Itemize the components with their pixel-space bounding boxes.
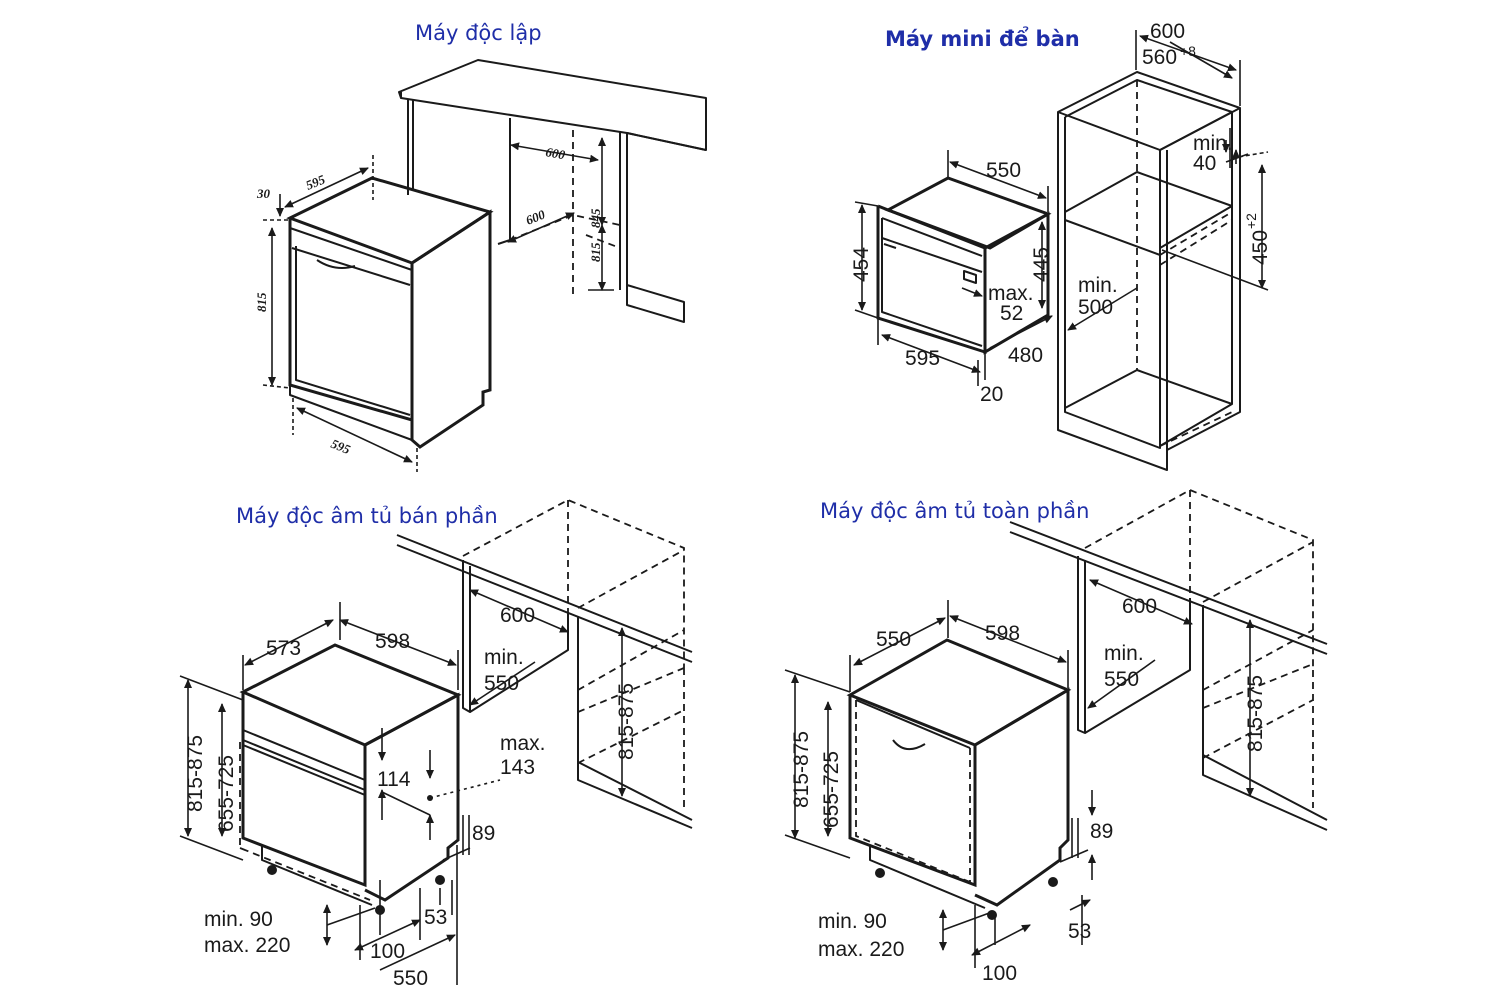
panel-freestanding: Máy độc lập — [254, 21, 707, 472]
label-max: max. — [988, 282, 1034, 305]
niche-outline-semi — [462, 499, 685, 808]
label-depth: 550 — [986, 159, 1021, 182]
label-niche-height: 815-875 — [615, 683, 638, 760]
label-gap: min. — [1193, 132, 1233, 155]
freestanding-dim-labels: 595 30 815 595 600 600 845 815 — [254, 144, 603, 457]
label-width-inner: 560 — [1142, 46, 1177, 69]
label-foot: 53 — [1068, 920, 1091, 943]
label-niche-width: 600 — [1122, 595, 1157, 618]
label-height: 815 — [254, 292, 269, 312]
label-gap-val: 40 — [1193, 152, 1216, 175]
label-min-val: 550 — [484, 672, 519, 695]
label-depth-bottom: 550 — [393, 967, 428, 990]
label-niche-height-b: 815 — [588, 242, 603, 262]
cabinet-hidden-lines — [1136, 80, 1233, 447]
label-height: 815-875 — [790, 731, 813, 808]
label-max: max. — [500, 732, 546, 755]
semi-dim-labels: 573 598 600 min. 550 815-875 815-875 655… — [184, 604, 638, 990]
panel-semi-integrated: Máy độc âm tủ bán phần — [179, 499, 693, 990]
label-niche-width: 600 — [544, 144, 566, 162]
label-width-inner-tol: +8 — [1180, 43, 1196, 59]
label-niche-height: 815-875 — [1244, 675, 1267, 752]
label-min-val: 550 — [1104, 668, 1139, 691]
label-plinth: 89 — [472, 822, 495, 845]
full-dims — [784, 579, 1254, 968]
label-adj-min: min. 90 — [204, 908, 273, 931]
panel-fully-integrated: Máy độc âm tủ toàn phần — [784, 489, 1328, 985]
label-adj-min: min. 90 — [818, 910, 887, 933]
label-top-offset: 30 — [256, 186, 271, 201]
label-width-top: 600 — [1150, 20, 1185, 43]
mini-dim-labels: 600 560 +8 min. 40 450 +2 550 454 445 ma… — [850, 20, 1272, 406]
label-niche-depth: 600 — [524, 206, 548, 227]
label-bottom-width: 595 — [329, 436, 353, 457]
full-dishwasher — [846, 638, 1072, 920]
label-depth: 550 — [876, 628, 911, 651]
label-plinth: 89 — [1090, 820, 1113, 843]
tall-cabinet — [1057, 71, 1241, 471]
label-width: 598 — [375, 630, 410, 653]
panel-builtin-mini: Máy mini để bàn — [850, 20, 1272, 471]
label-height-inner: 445 — [1030, 247, 1053, 282]
semi-dims — [179, 589, 626, 985]
label-height-inner: 655-725 — [820, 751, 843, 828]
label-min-val: 500 — [1078, 296, 1113, 319]
niche-outline-full — [1084, 489, 1314, 808]
label-height-inner: 655-725 — [215, 755, 238, 832]
worktop-semi — [396, 534, 693, 829]
label-foot: 53 — [424, 906, 447, 929]
label-adj-max: max. 220 — [204, 934, 290, 957]
label-width: 595 — [905, 347, 940, 370]
label-depth-niche: 480 — [1008, 344, 1043, 367]
full-dim-labels: 550 598 600 min. 550 815-875 815-875 655… — [790, 595, 1267, 985]
label-max-val: 52 — [1000, 302, 1023, 325]
label-height-niche: 450 — [1249, 230, 1272, 265]
label-height-niche-tol: +2 — [1243, 213, 1259, 229]
label-height: 454 — [850, 247, 873, 282]
label-niche-width: 600 — [500, 604, 535, 627]
semi-hidden-lines — [239, 742, 371, 901]
title-semi-integrated: Máy độc âm tủ bán phần — [236, 504, 498, 528]
freestanding-dims — [262, 137, 614, 472]
label-adj-max: max. 220 — [818, 938, 904, 961]
mini-dishwasher — [876, 176, 1052, 355]
full-hidden-lines — [855, 700, 971, 883]
label-offset: 100 — [370, 940, 405, 963]
title-builtin-mini: Máy mini để bàn — [885, 26, 1080, 51]
worktop-full — [1009, 521, 1328, 831]
countertop — [398, 59, 707, 323]
label-min: min. — [1104, 642, 1144, 665]
freestanding-dishwasher — [286, 176, 494, 449]
mini-dims — [854, 30, 1269, 386]
label-panel: 114 — [377, 768, 411, 791]
label-min: min. — [1078, 274, 1118, 297]
label-min: min. — [484, 646, 524, 669]
label-offset: 20 — [980, 383, 1003, 406]
label-offset: 100 — [982, 962, 1017, 985]
title-freestanding: Máy độc lập — [415, 21, 542, 45]
label-top-depth: 595 — [304, 171, 328, 192]
label-niche-height-a: 845 — [588, 208, 603, 228]
label-max-val: 143 — [500, 756, 535, 779]
title-fully-integrated: Máy độc âm tủ toàn phần — [820, 499, 1089, 523]
label-width: 598 — [985, 622, 1020, 645]
label-height: 815-875 — [184, 735, 207, 812]
label-depth: 573 — [266, 637, 301, 660]
semi-dishwasher — [239, 643, 462, 915]
